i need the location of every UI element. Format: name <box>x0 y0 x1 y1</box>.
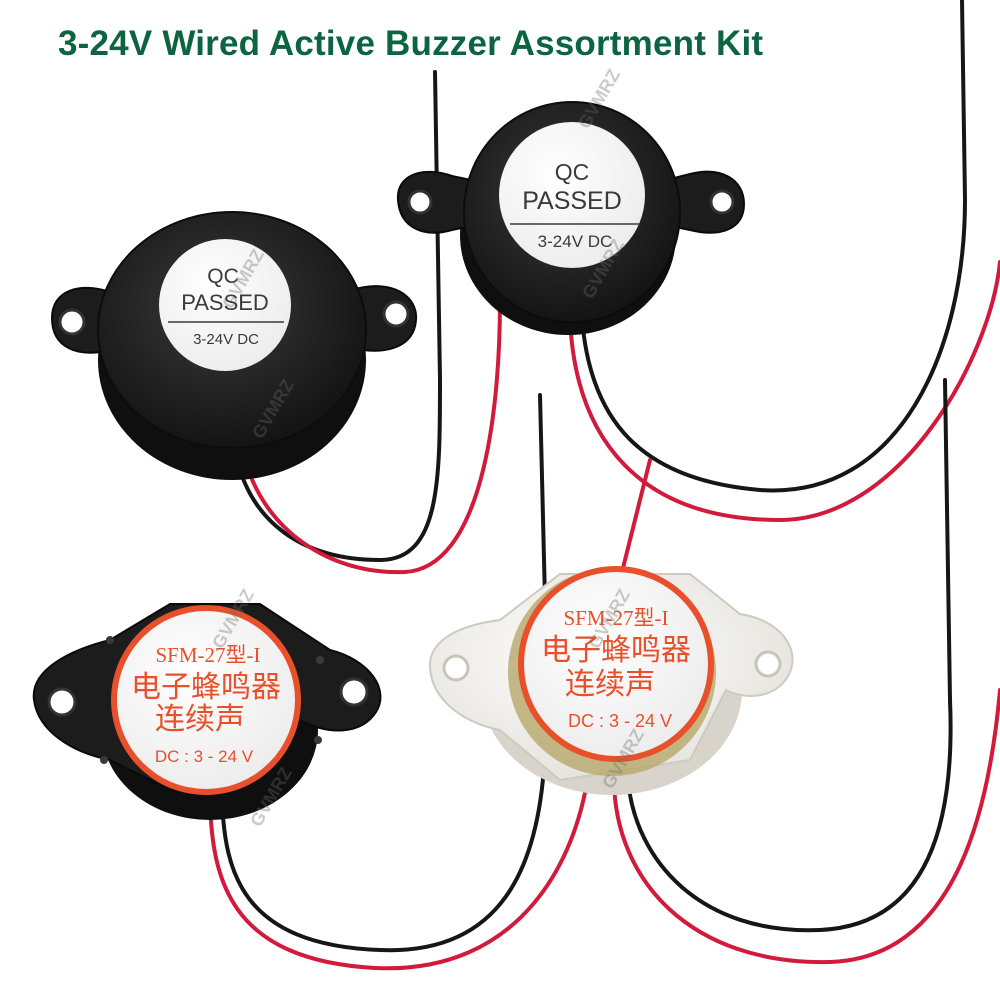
mounting-hole-left <box>407 189 433 215</box>
mounting-hole-right <box>754 650 782 678</box>
buzzer2-label-line3: 3-24V DC <box>538 232 613 251</box>
wires <box>208 0 1000 971</box>
buzzer2-label-line1: QC <box>555 159 590 185</box>
buzzer3-label-line2: 电子蜂鸣器 <box>131 670 281 705</box>
buzzer3-red-wire <box>208 458 652 971</box>
buzzer2-red-wire <box>568 260 1000 523</box>
buzzer4-label-line3: 连续声 <box>565 667 655 702</box>
buzzer4-label-line2: 电子蜂鸣器 <box>541 633 691 668</box>
buzzer-3: SFM-27型-I 电子蜂鸣器 连续声 DC : 3 - 24 V <box>32 603 382 820</box>
buzzer4-black-wire <box>626 378 953 933</box>
buzzer-2: QC PASSED 3-24V DC <box>396 101 746 335</box>
buzzer4-red-wire <box>612 688 1000 965</box>
mounting-hole-left <box>47 687 77 717</box>
mounting-hole-right <box>339 677 369 707</box>
mounting-hole-left <box>442 654 470 682</box>
buzzer-4: SFM-27型-I 电子蜂鸣器 连续声 DC : 3 - 24 V <box>428 566 794 795</box>
buzzer4-label <box>524 572 708 756</box>
buzzer3-black-wire <box>220 393 547 953</box>
buzzer3-label-line3: 连续声 <box>155 702 245 737</box>
buzzer4-label-line1: SFM-27型-I <box>563 606 668 630</box>
buzzer2-black-wire <box>580 0 968 493</box>
buzzer2-label <box>499 122 645 268</box>
buzzer2-label-line2: PASSED <box>522 187 622 215</box>
page-title: 3-24V Wired Active Buzzer Assortment Kit <box>58 24 764 63</box>
mounting-hole-right <box>382 300 410 328</box>
buzzer1-red-wire <box>242 298 502 575</box>
buzzer4-label-line4: DC : 3 - 24 V <box>568 711 672 731</box>
buzzer3-label <box>117 611 295 789</box>
buzzer3-label-line4: DC : 3 - 24 V <box>155 747 254 766</box>
buzzer1-label <box>159 239 291 371</box>
buzzer1-label-line1: QC <box>207 265 239 288</box>
mounting-hole-left <box>58 308 86 336</box>
buzzer1-black-wire <box>234 70 443 563</box>
buzzer1-label-line3: 3-24V DC <box>193 331 259 348</box>
buzzer3-label-line1: SFM-27型-I <box>155 643 260 667</box>
mounting-hole-right <box>709 189 735 215</box>
buzzer-1: QC PASSED 3-24V DC <box>50 211 418 480</box>
buzzer1-label-line2: PASSED <box>181 290 269 315</box>
